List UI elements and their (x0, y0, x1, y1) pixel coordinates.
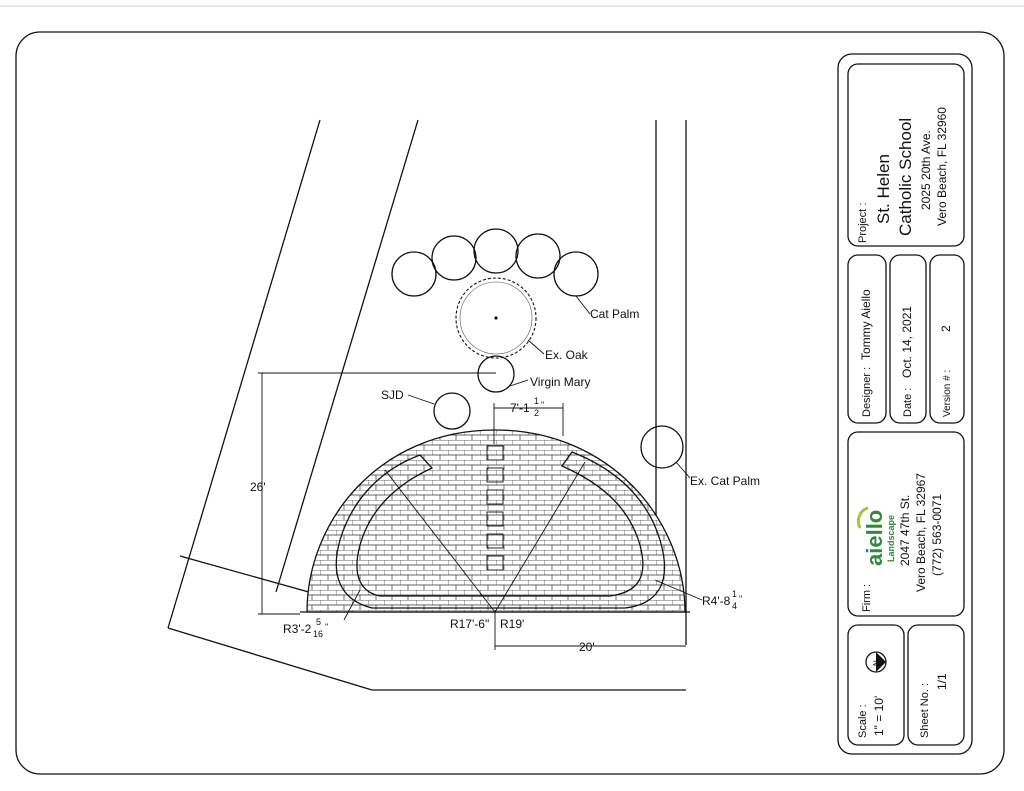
label-ex-cat-palm: Ex. Cat Palm (690, 474, 760, 488)
dim-r-mid1: R17'-6" (450, 617, 489, 631)
radius-lines (384, 461, 586, 613)
firm-addr-1: 2047 47th St. (898, 495, 912, 566)
site-lines (167, 119, 687, 691)
dim-width-top: 7'-1 (510, 401, 530, 415)
dim-width-top-num: 1 (534, 396, 539, 406)
dim-r-left: R3'-2 (283, 622, 312, 636)
sheet-box (907, 624, 965, 746)
designer-name: Tommy Aiello (859, 289, 873, 360)
sheet-label: Sheet No. : (919, 683, 931, 738)
leader-lines (343, 295, 703, 621)
firm-logo-text: aiello (862, 510, 887, 566)
ex-oak-tree (455, 277, 537, 359)
label-cat-palm: Cat Palm (590, 307, 639, 321)
firm-logo-sub: Landscape (886, 515, 896, 562)
date-label: Date : (902, 388, 914, 417)
dim-r-left-den: 16 (313, 629, 323, 639)
stepping-stones (486, 445, 504, 571)
dim-width-top-tail: " (541, 400, 544, 410)
label-ex-oak: Ex. Oak (545, 348, 589, 362)
version-value: 2 (939, 325, 953, 332)
designer-box (847, 254, 887, 424)
project-addr-2: Vero Beach, FL 32960 (935, 107, 949, 226)
firm-logo: aiello Landscape (856, 506, 896, 566)
project-addr-1: 2025 20th Ave. (919, 130, 933, 210)
north-arrow-icon: N (865, 651, 887, 673)
north-letter: N (872, 660, 881, 666)
project-name-2: Catholic School (896, 118, 915, 236)
project-box (847, 63, 965, 247)
designer-label: Designer : (861, 367, 873, 417)
sheet-value: 1/1 (935, 673, 949, 690)
dim-height: 26' (250, 480, 266, 494)
date-box (889, 254, 927, 424)
scale-box (847, 624, 905, 746)
dim-r-right-num: 1 (732, 589, 737, 599)
dim-r-right-tail: " (739, 594, 742, 604)
firm-phone: (772) 563-0071 (930, 494, 944, 576)
firm-addr-2: Vero Beach, FL 32967 (914, 473, 928, 592)
version-box (929, 254, 965, 424)
version-label: Version # : (942, 370, 953, 417)
dim-r-right-den: 4 (732, 601, 737, 611)
dim-r-left-tail: " (325, 622, 328, 632)
dimension-lines (258, 372, 686, 650)
firm-label: Firm : (861, 584, 873, 612)
scale-label: Scale : (857, 704, 869, 738)
title-block: Project : St. Helen Catholic School 2025… (837, 53, 973, 755)
scale-value: 1" = 10' (872, 696, 886, 736)
project-name-1: St. Helen (874, 154, 893, 224)
planting-bed (335, 451, 666, 609)
date-value: Oct. 14, 2021 (900, 306, 914, 378)
dim-r-right: R4'-8 (702, 594, 731, 608)
firm-box (847, 431, 965, 617)
project-label: Project : (857, 203, 869, 243)
label-virgin-mary: Virgin Mary (530, 375, 590, 389)
label-sjd: SJD (381, 388, 404, 402)
brick-patio (300, 429, 690, 613)
dim-r-mid2: R19' (500, 617, 524, 631)
cat-palm-cluster (391, 228, 599, 297)
sheet-border (15, 31, 1005, 775)
ex-cat-palm-symbol (640, 425, 684, 469)
dim-r-left-num: 5 (316, 617, 321, 627)
virgin-mary-symbol (477, 355, 515, 393)
dim-width-top-den: 2 (534, 408, 539, 418)
dim-half-width: 20' (579, 640, 595, 654)
sjd-symbol (433, 392, 471, 430)
